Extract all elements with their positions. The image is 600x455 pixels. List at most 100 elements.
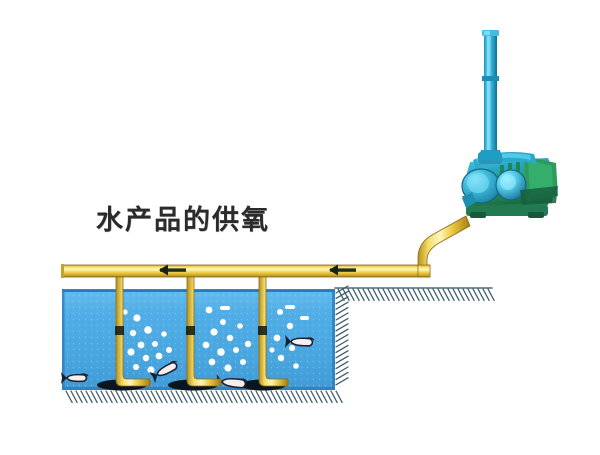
hatch-tick (467, 288, 475, 302)
bubble (129, 329, 137, 337)
hatch-tick (335, 306, 349, 316)
hatch-tick (335, 323, 349, 332)
page-title: 水产品的供氧 (96, 205, 270, 236)
pond-right-wall (332, 289, 335, 390)
hatch-tick (335, 377, 349, 386)
bubble (205, 306, 213, 314)
bubble (237, 323, 243, 329)
hatch-tick (300, 390, 308, 404)
hatch-tick (235, 390, 243, 404)
drop-pipe-2-coupling (186, 326, 195, 335)
drop-pipes (115, 269, 289, 387)
bubble (133, 314, 141, 322)
air-intake-pipe (478, 30, 503, 160)
bubble (220, 319, 226, 325)
hatch-tick (407, 288, 415, 302)
fish-head-line (168, 360, 177, 365)
hatch-tick (442, 288, 450, 302)
hatch-tick (335, 328, 349, 337)
hatch-tick (245, 390, 253, 404)
hatch-tick (437, 288, 445, 302)
hatch-tick (352, 288, 360, 302)
hatch-tick (422, 288, 430, 302)
bubble (202, 341, 210, 349)
hatch-tick (335, 312, 349, 321)
bubble (289, 345, 295, 351)
hatch-tick (377, 288, 385, 302)
fish-tail (284, 334, 292, 348)
hatch-tick (200, 390, 208, 404)
bubble (269, 347, 275, 353)
drop-pipe-1-coupling (115, 326, 124, 335)
hatch-tick (295, 390, 303, 404)
hatch-tick (80, 390, 88, 404)
bubble (210, 328, 218, 336)
fish (149, 360, 178, 384)
water-surface-line (62, 289, 335, 292)
hatch-tick (105, 390, 113, 404)
hatch-tick (165, 390, 173, 404)
hatch-tick (100, 390, 108, 404)
hatch-tick (402, 288, 410, 302)
bubble (155, 352, 163, 360)
hatch-tick (210, 390, 218, 404)
hatch-tick (285, 390, 293, 404)
hatch-tick (120, 390, 128, 404)
hatch-tick (265, 390, 273, 404)
hatch-tick (135, 390, 143, 404)
hatch-tick (392, 288, 400, 302)
air-flow-arrow (329, 264, 356, 276)
hatch-tick (280, 390, 288, 404)
drop-pipe-1 (115, 269, 151, 387)
hatch-tick (457, 288, 465, 302)
arrow-shaft (330, 268, 356, 272)
hatch-tick (320, 390, 328, 404)
air-flow-arrow (159, 264, 186, 276)
hatch-tick (130, 390, 138, 404)
fish-group (61, 334, 315, 389)
hatch-tick (342, 288, 350, 302)
hatch-tick (325, 390, 333, 404)
arrow-shaft (160, 268, 186, 272)
hatch-tick (175, 390, 183, 404)
drop-pipe-2 (186, 269, 222, 387)
bubble (122, 309, 128, 315)
hatch-tick (330, 390, 338, 404)
hatch-tick (335, 390, 343, 404)
hatch-tick (335, 355, 349, 364)
bubble (147, 366, 155, 374)
hatch-tick (397, 288, 405, 302)
hatch-tick (477, 288, 485, 302)
fish-body (66, 373, 88, 383)
hatch-tick (240, 390, 248, 404)
bubble (133, 364, 139, 370)
hatch-tick (335, 296, 349, 305)
arrow-head (159, 264, 168, 276)
fish-head-line (239, 378, 248, 383)
bubble (240, 359, 246, 365)
hatch-tick (220, 390, 228, 404)
hatch-tick (275, 390, 283, 404)
hatch-tick (357, 288, 365, 302)
bubble (293, 363, 299, 369)
hatch-tick (447, 288, 455, 302)
air-blower-pump (461, 152, 558, 218)
hatch-tick (225, 390, 233, 404)
hatch-tick (472, 288, 480, 302)
hatch-tick (95, 390, 103, 404)
bubble (161, 331, 167, 337)
hatch-tick (205, 390, 213, 404)
hatch-tick (335, 317, 349, 327)
bubble (144, 326, 152, 334)
bubble (233, 347, 239, 353)
hatch-tick (362, 288, 370, 302)
hatch-tick (427, 288, 435, 302)
hatch-tick (75, 390, 83, 404)
bubble (277, 354, 285, 362)
bubble (224, 364, 232, 372)
ground-hatching (65, 285, 495, 404)
hatch-tick (250, 390, 258, 404)
bubble (226, 334, 234, 342)
fish-head-line (79, 373, 89, 377)
drop-pipe-3 (258, 269, 289, 387)
